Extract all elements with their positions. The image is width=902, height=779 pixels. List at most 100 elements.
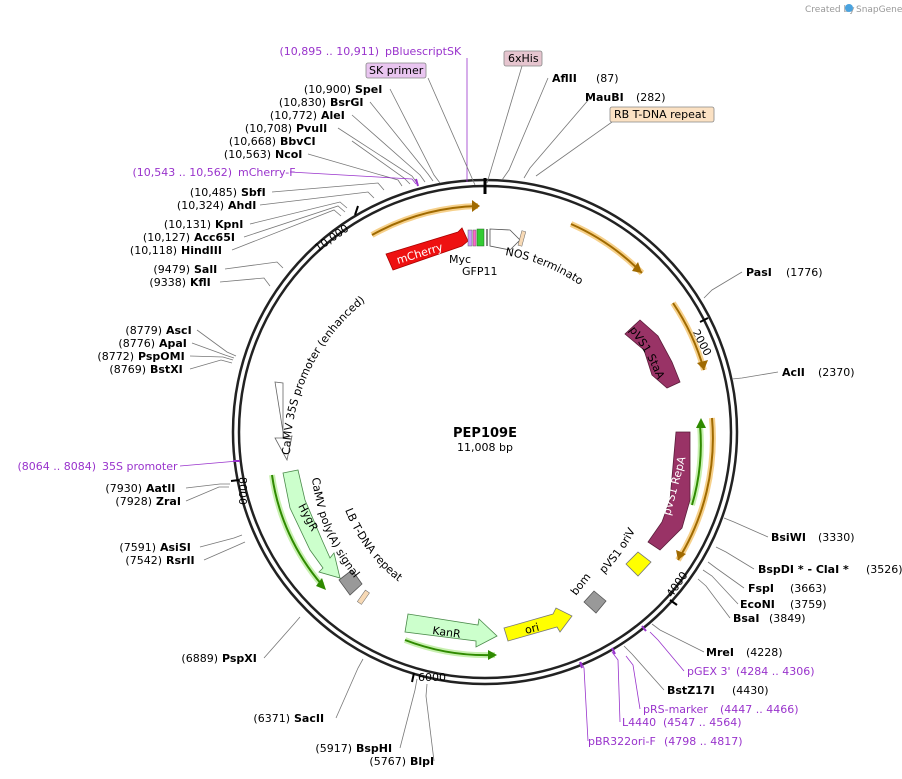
enzyme-name-sacii: SacII [294, 712, 324, 725]
sk-primer-box[interactable] [365, 62, 427, 79]
snapgene-logo-icon [845, 4, 853, 12]
myc-feature[interactable] [467, 229, 473, 247]
sk-primer-label: SK primer [369, 64, 424, 77]
gfp11-label: GFP11 [462, 265, 497, 278]
enzyme-name-blpi: BlpI [410, 755, 434, 768]
enzyme-name-acli: AclI [782, 366, 805, 379]
hygr-feature[interactable] [282, 469, 341, 579]
primer-name-pgex3: pGEX 3' [687, 665, 731, 678]
enzyme-pos-pspxi: (6889) [181, 652, 218, 665]
primer-range-prs-marker: (4447 .. 4466) [720, 703, 799, 716]
enzyme-name-ncoi: NcoI [275, 148, 302, 161]
enzyme-pos-apai: (8776) [118, 337, 155, 350]
nos-terminator-feature[interactable] [489, 228, 521, 251]
enzyme-name-pspxi: PspXI [222, 652, 257, 665]
enzyme-pos-bsai: (3849) [769, 612, 806, 625]
primer-labels: (10,895 .. 10,911) pBluescriptSK (10,543… [17, 45, 814, 748]
enzyme-pos-pvuii: (10,708) [245, 122, 292, 135]
enzyme-pos-bbvci: (10,668) [229, 135, 276, 148]
tick-label-6000: 6000 [418, 671, 446, 684]
enzyme-pos-bsiwi: (3330) [818, 531, 855, 544]
enzyme-pos-zrai: (7928) [115, 495, 152, 508]
primer-name-mcherry-f: mCherry-F [238, 166, 296, 179]
rb-tdna-repeat-box[interactable] [609, 106, 715, 123]
enzyme-pos-hindiii: (10,118) [130, 244, 177, 257]
tag-feature[interactable] [472, 229, 477, 247]
enzyme-name-sali: SalI [194, 263, 217, 276]
rb-tdna-repeat-feature[interactable] [517, 230, 527, 247]
enzyme-name-econi: EcoNI [740, 598, 775, 611]
enzyme-labels-left: (10,900) SpeI (10,830) BsrGI (10,772) Al… [97, 83, 434, 768]
enzyme-name-rsrii: RsrII [166, 554, 195, 567]
enzyme-name-apai: ApaI [159, 337, 187, 350]
enzyme-pos-pspomi: (8772) [97, 350, 134, 363]
enzyme-pos-bspdi-clai: (3526) [866, 563, 902, 576]
camv-35s-promoter-label: CaMV 35S promoter (enhanced) [280, 293, 367, 455]
primer-name-prs-marker: pRS-marker [643, 703, 708, 716]
camv-35s-promoter-feature[interactable] [274, 381, 293, 462]
pvs1-repa-feature[interactable] [647, 431, 691, 551]
enzyme-leaders-right [501, 77, 779, 691]
enzyme-leaders-left [185, 88, 441, 762]
pvs1-staa-feature[interactable] [624, 319, 681, 389]
plasmid-size: 11,008 bp [457, 441, 513, 454]
6xhis-label: 6xHis [508, 52, 539, 65]
enzyme-pos-sacii: (6371) [253, 712, 290, 725]
enzyme-name-spei: SpeI [355, 83, 382, 96]
kanr-label: KanR [432, 624, 462, 641]
enzyme-name-fspi: FspI [748, 582, 774, 595]
primer-range-35s-promoter: (8064 .. 8084) [17, 460, 96, 473]
myc-label: Myc [449, 253, 471, 266]
kanr-feature[interactable] [404, 613, 498, 648]
bom-feature[interactable] [583, 590, 607, 614]
primer-name-35s-promoter: 35S promoter [102, 460, 178, 473]
enzyme-name-alei: AleI [321, 109, 345, 122]
ori-feature[interactable] [503, 607, 573, 642]
enzyme-name-mrei: MreI [706, 646, 734, 659]
enzyme-name-bstxi: BstXI [150, 363, 183, 376]
enzyme-pos-blpi: (5767) [369, 755, 406, 768]
enzyme-pos-mrei: (4228) [746, 646, 783, 659]
green-feature-arcs [269, 418, 706, 660]
enzyme-pos-bsrgi: (10,830) [279, 96, 326, 109]
enzyme-name-pvuii: PvuII [296, 122, 327, 135]
6xhis-box[interactable] [503, 50, 543, 67]
tick-10000 [354, 205, 359, 216]
boxed-labels: SK primer 6xHis RB T-DNA repeat [365, 50, 715, 186]
primer-name-pbluescriptsk: pBluescriptSK [385, 45, 462, 58]
ori-label: ori [523, 621, 540, 637]
enzyme-pos-pasi: (1776) [786, 266, 823, 279]
enzyme-name-kpni: KpnI [215, 218, 243, 231]
enzyme-pos-bstz17i: (4430) [732, 684, 769, 697]
enzyme-name-sbfi: SbfI [241, 186, 266, 199]
enzyme-pos-rsrii: (7542) [125, 554, 162, 567]
enzyme-name-kfli: KflI [190, 276, 211, 289]
enzyme-labels-right: AflII (87) MauBI (282) PasI (1776) AclI … [552, 72, 902, 697]
enzyme-pos-aflii: (87) [596, 72, 619, 85]
primer-range-mcherry-f: (10,543 .. 10,562) [132, 166, 232, 179]
enzyme-name-bbvci: BbvCI [280, 135, 316, 148]
enzyme-pos-alei: (10,772) [270, 109, 317, 122]
enzyme-pos-sbfi: (10,485) [190, 186, 237, 199]
enzyme-pos-kpni: (10,131) [164, 218, 211, 231]
spacer-feature [486, 229, 488, 246]
enzyme-name-pspomi: PspOMI [138, 350, 185, 363]
enzyme-name-aflii: AflII [552, 72, 577, 85]
enzyme-pos-fspi: (3663) [790, 582, 827, 595]
plasmid-name: PEP109E [453, 426, 517, 441]
rb-tdna-repeat-box-label: RB T-DNA repeat [614, 108, 707, 121]
pvs1-oriv-feature[interactable] [625, 551, 652, 577]
bom-label: bom [568, 571, 593, 598]
tick-label-10000: 10,000 [312, 222, 351, 255]
enzyme-pos-ahdi: (10,324) [177, 199, 224, 212]
enzyme-pos-bsphi: (5917) [315, 742, 352, 755]
enzyme-name-bsrgi: BsrGI [330, 96, 363, 109]
enzyme-pos-acc65i: (10,127) [143, 231, 190, 244]
enzyme-pos-maubi: (282) [636, 91, 666, 104]
lb-tdna-repeat-feature[interactable] [356, 589, 370, 605]
enzyme-pos-aatii: (7930) [105, 482, 142, 495]
gfp11-feature[interactable] [476, 228, 485, 247]
camv-polya-feature[interactable] [338, 569, 363, 596]
enzyme-pos-sali: (9479) [153, 263, 190, 276]
